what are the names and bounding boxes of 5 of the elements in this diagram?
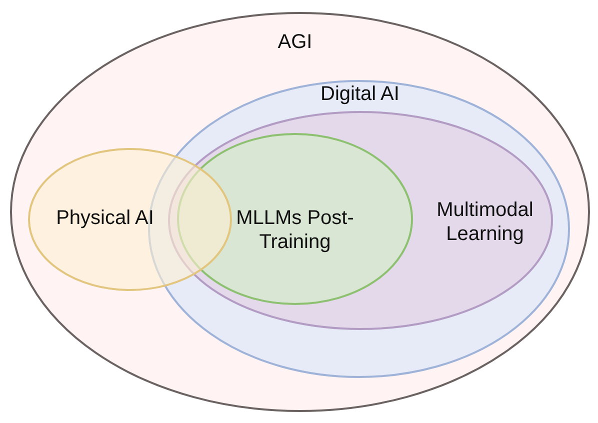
set-label: Digital AI bbox=[320, 82, 400, 106]
set-label: Physical AI bbox=[55, 206, 155, 230]
set-label: MLLMs Post-Training bbox=[235, 206, 355, 254]
set-label: AGI bbox=[276, 30, 314, 54]
set-label: Multimodal Learning bbox=[436, 198, 534, 246]
